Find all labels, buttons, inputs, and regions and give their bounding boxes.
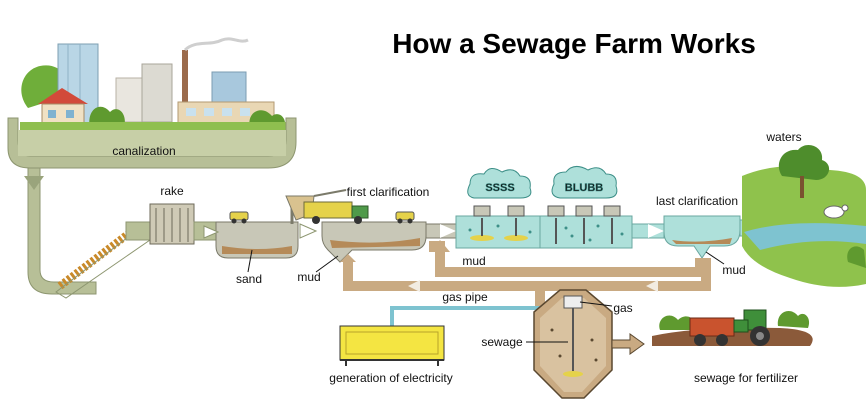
bubble-left: SSSS	[467, 168, 532, 199]
mud-last-label: mud	[722, 263, 745, 277]
generator-unit	[339, 325, 445, 366]
mud-first-label: mud	[297, 270, 320, 284]
last-clarification-label: last clarification	[656, 194, 738, 208]
mud-truck	[303, 201, 369, 224]
mud-return-pipe	[340, 240, 711, 312]
rotor-right	[395, 211, 415, 224]
bubble-left-text: SSSS	[485, 182, 514, 194]
diagram-title: How a Sewage Farm Works	[392, 28, 756, 59]
waters-label: waters	[765, 130, 801, 144]
gas-label: gas	[613, 301, 632, 315]
gas-pipe-label: gas pipe	[442, 290, 488, 304]
city-illustration	[20, 37, 290, 130]
generation-of-electricity-label: generation of electricity	[329, 371, 452, 385]
sewage-label: sewage	[481, 335, 523, 349]
tractor-field	[652, 309, 813, 346]
sewage-for-fertilizer-label: sewage for fertilizer	[694, 371, 798, 385]
rotor-left	[229, 211, 249, 224]
landscape-waters	[742, 145, 866, 287]
first-clarification-tank	[321, 221, 457, 263]
rake-unit	[125, 203, 219, 245]
flow-arrows	[203, 223, 318, 239]
first-clarification-label: first clarification	[347, 185, 430, 199]
aeration-basin	[455, 205, 665, 249]
sand-label: sand	[236, 272, 262, 286]
mud-return-label: mud	[462, 254, 485, 268]
canalization-label: canalization	[112, 144, 175, 158]
bubble-right: BLUBB	[551, 166, 618, 199]
canalization-basin	[7, 117, 297, 299]
bubble-right-text: BLUBB	[565, 182, 604, 194]
sand-tank	[215, 221, 299, 259]
digester-tank	[533, 289, 645, 399]
rake-label: rake	[160, 184, 184, 198]
